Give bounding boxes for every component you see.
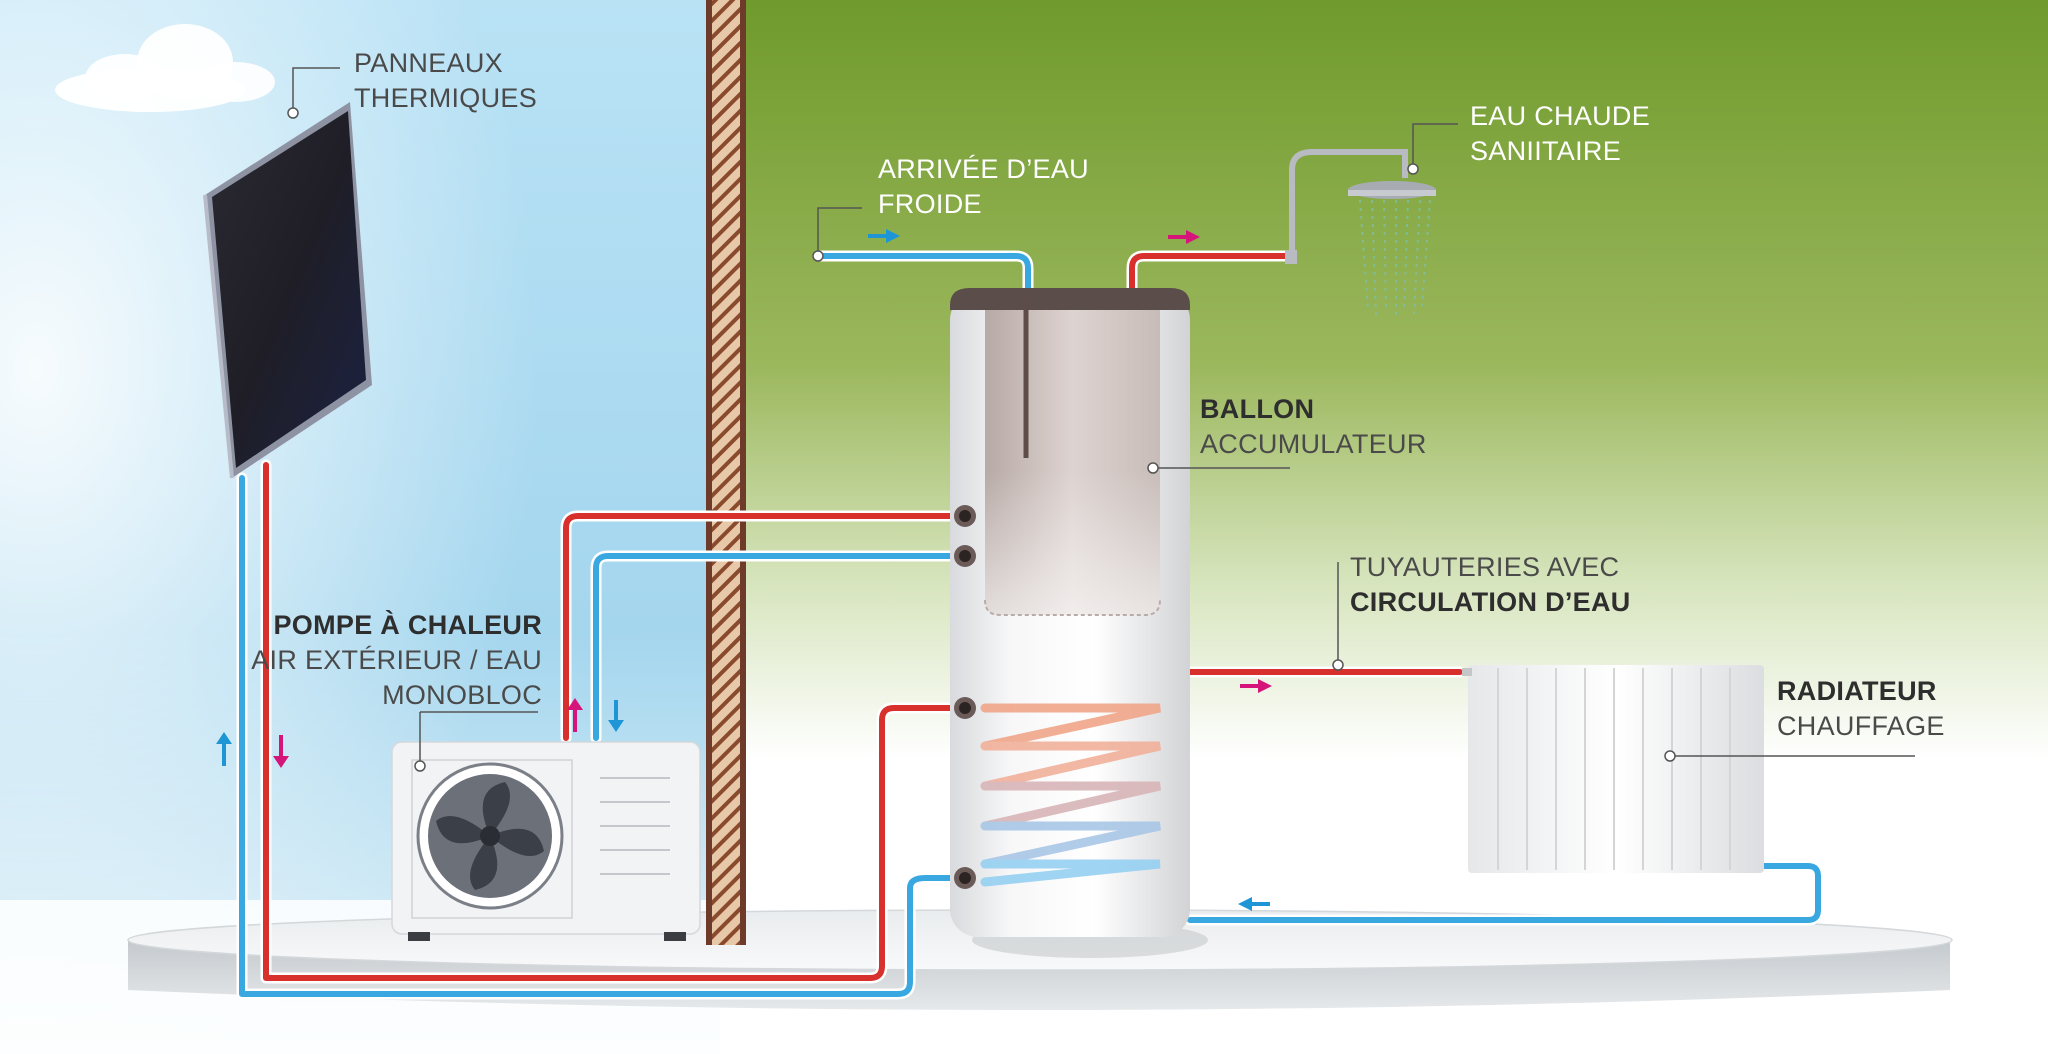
arrow-down-hot-icon: [273, 735, 289, 768]
label-radiateur-line1: RADIATEUR: [1777, 676, 1937, 706]
heating-coil: [980, 703, 1162, 887]
leader-lines: [292, 67, 1915, 766]
label-pompe-a-chaleur: POMPE À CHALEUR AIR EXTÉRIEUR / EAU MONO…: [240, 608, 542, 713]
heat-pump-unit: [391, 741, 701, 941]
label-panneaux-line1: PANNEAUX: [354, 48, 503, 78]
label-ballon-line2: ACCUMULATEUR: [1200, 429, 1427, 459]
label-arrivee-eau-froide: ARRIVÉE D’EAU FROIDE: [878, 152, 1089, 222]
label-arrivee-line1: ARRIVÉE D’EAU: [878, 154, 1089, 184]
cold-water-pipe: [812, 250, 1034, 306]
wall: [706, 0, 746, 945]
tank-connectors: [954, 505, 976, 889]
hot-water-pipe: [1126, 250, 1296, 296]
label-eau-chaude-line2: SANIITAIRE: [1470, 136, 1622, 166]
label-ballon-accumulateur: BALLON ACCUMULATEUR: [1200, 392, 1427, 462]
arrow-right-radiator-icon: [1240, 679, 1272, 693]
arrow-up-hot-icon: [567, 698, 583, 732]
cloud-icon: [55, 24, 275, 112]
flow-arrows: [216, 229, 1272, 911]
radiator-pipes: [1184, 666, 1824, 926]
label-tuyauteries-line2: CIRCULATION D’EAU: [1350, 587, 1631, 617]
label-eau-chaude-line1: EAU CHAUDE: [1470, 101, 1651, 131]
label-pompe-line3: MONOBLOC: [382, 680, 542, 710]
label-tuyauteries: TUYAUTERIES AVEC CIRCULATION D’EAU: [1350, 550, 1631, 620]
label-radiateur-chauffage: RADIATEUR CHAUFFAGE: [1777, 674, 1945, 744]
arrow-right-cold-icon: [868, 229, 900, 243]
label-radiateur-line2: CHAUFFAGE: [1777, 711, 1945, 741]
solar-panel: [203, 102, 372, 479]
storage-tank: [950, 288, 1208, 958]
label-eau-chaude-sanitaire: EAU CHAUDE SANIITAIRE: [1470, 99, 1650, 169]
label-panneaux-thermiques: PANNEAUX THERMIQUES: [354, 46, 537, 116]
radiator-icon: [1462, 665, 1764, 873]
arrow-left-return-icon: [1238, 897, 1270, 911]
label-ballon-line1: BALLON: [1200, 394, 1315, 424]
heatpump-pipes: [560, 510, 966, 744]
solar-pipes: [236, 459, 966, 1000]
water-drops-icon: [1359, 199, 1431, 318]
fan-icon: [436, 782, 544, 890]
label-pompe-line1: POMPE À CHALEUR: [273, 610, 542, 640]
shower-icon: [1285, 149, 1436, 318]
label-tuyauteries-line1: TUYAUTERIES AVEC: [1350, 552, 1620, 582]
arrow-down-cold-icon: [608, 700, 624, 732]
label-arrivee-line2: FROIDE: [878, 189, 982, 219]
label-panneaux-line2: THERMIQUES: [354, 83, 538, 113]
arrow-up-cold-icon: [216, 732, 232, 766]
label-pompe-line2: AIR EXTÉRIEUR / EAU: [251, 645, 542, 675]
arrow-right-hot-icon: [1168, 230, 1200, 244]
leader-dots: [287, 107, 1676, 772]
